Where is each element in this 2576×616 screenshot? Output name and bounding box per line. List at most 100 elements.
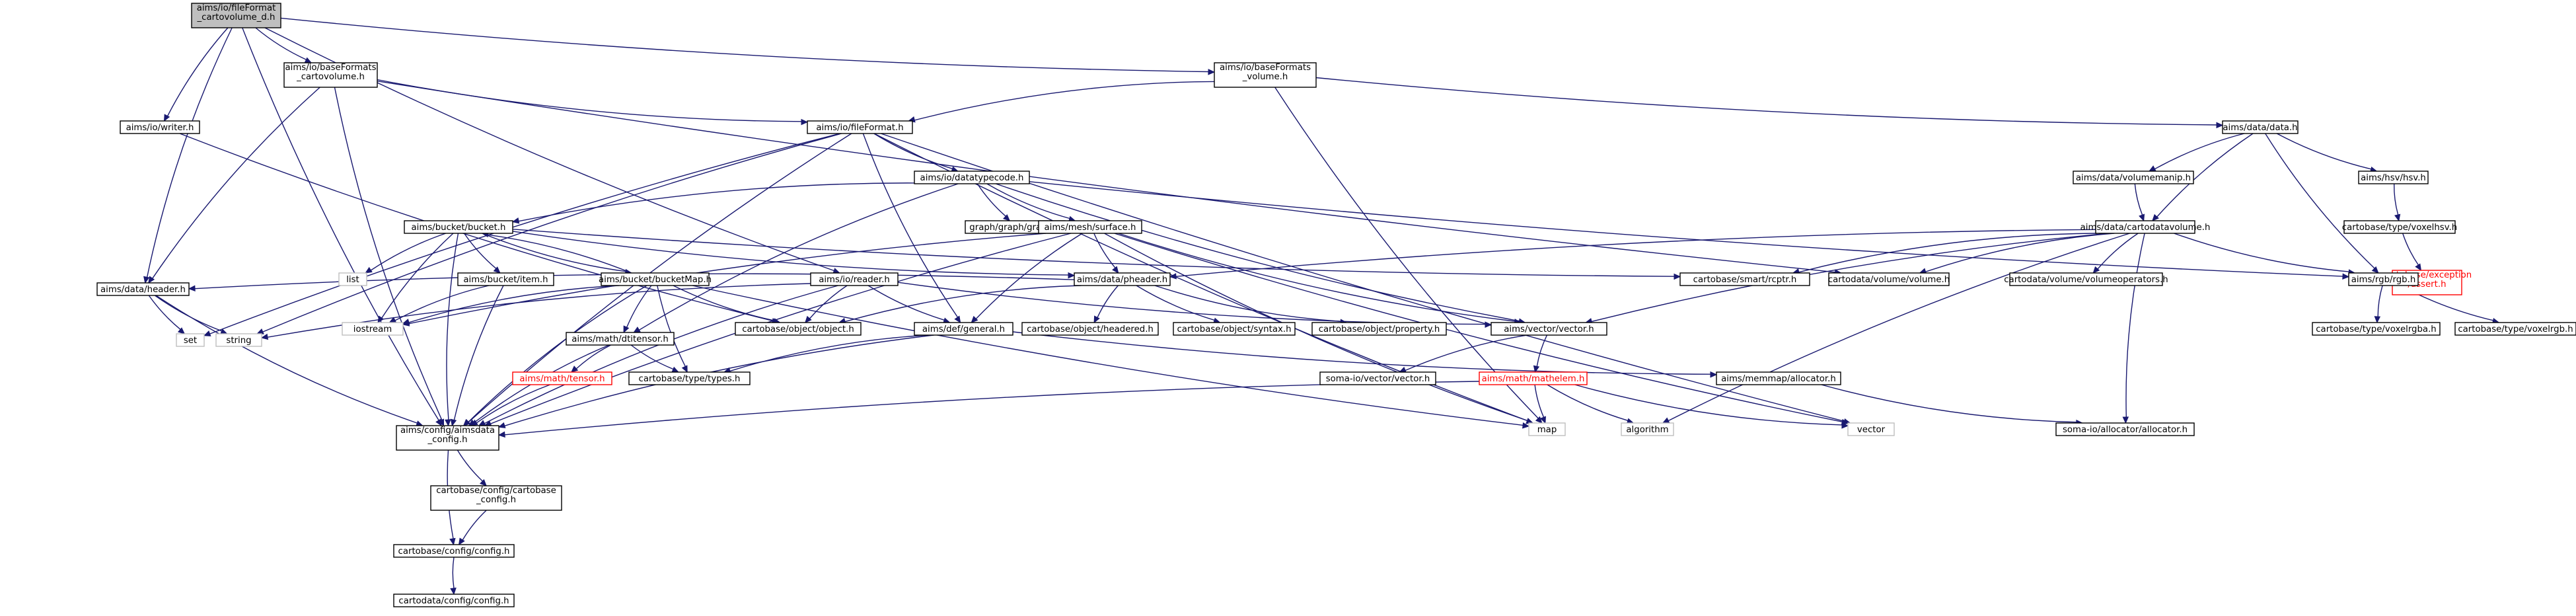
edge-io-datatypecode-to-rgb-rgb: [1029, 181, 2350, 280]
edge-arrowhead: [2139, 213, 2145, 222]
edge-data-data-to-rgb-rgb: [2265, 133, 2379, 274]
node-hsv-hsv[interactable]: aims/hsv/hsv.h: [2358, 171, 2429, 184]
node-bucket-bucket[interactable]: aims/bucket/bucket.h: [404, 220, 513, 234]
edge-arrowhead: [1841, 422, 1849, 429]
node-data-data[interactable]: aims/data/data.h: [2222, 120, 2299, 134]
edge-bucket-bucket-to-config-aimsdata: [445, 233, 459, 427]
node-io-datatypecode[interactable]: aims/io/datatypecode.h: [914, 171, 1030, 184]
edge-arrowhead: [671, 366, 680, 373]
edge-io-reader-to-def-general: [867, 285, 951, 324]
edge-hsv-hsv-to-type-voxelhsv: [2393, 183, 2401, 222]
edge-arrowhead: [1485, 321, 1492, 328]
node-iostream[interactable]: iostream: [342, 322, 404, 336]
node-label: _volume.h: [1242, 72, 1288, 82]
edge-line: [484, 285, 838, 424]
node-object-headered[interactable]: cartobase/object/headered.h: [1021, 322, 1159, 336]
edge-line: [2154, 133, 2245, 170]
node-box: [338, 272, 367, 286]
edge-line: [2276, 133, 2372, 170]
node-box: [2358, 171, 2429, 184]
edge-math-mathelem-to-map: [1534, 384, 1546, 424]
node-vector[interactable]: vector: [1847, 422, 1895, 436]
edge-line: [673, 285, 775, 321]
node-config-config[interactable]: cartobase/config/config.h: [393, 544, 515, 558]
node-config-aimsdata[interactable]: aims/config/aimsdata_config.h: [396, 425, 499, 451]
node-bucket-item[interactable]: aims/bucket/item.h: [457, 272, 554, 286]
node-volumeoperators[interactable]: cartodata/volume/volumeoperators.h: [2004, 272, 2168, 286]
edge-math-mathelem-to-vector: [1574, 384, 1849, 429]
node-object-syntax[interactable]: cartobase/object/syntax.h: [1173, 322, 1296, 336]
edge-root-to-io-writer: [163, 27, 229, 122]
node-label: cartobase/object/property.h: [1319, 325, 1440, 334]
node-memmap-allocator[interactable]: aims/memmap/allocator.h: [1716, 371, 1841, 385]
node-box: [1679, 272, 1810, 286]
node-set[interactable]: set: [176, 333, 205, 347]
node-config-cartobase[interactable]: cartobase/config/cartobase_config.h: [430, 485, 562, 511]
node-type-voxelrgba[interactable]: cartobase/type/voxelrgba.h: [2312, 322, 2441, 336]
node-cartodata-config[interactable]: cartodata/config/config.h: [393, 594, 515, 607]
node-object-object[interactable]: cartobase/object/object.h: [735, 322, 862, 336]
node-math-mathelem[interactable]: aims/math/mathelem.h: [1479, 371, 1588, 385]
node-io-baseformats-cartovolume[interactable]: aims/io/baseFormats_cartovolume.h: [283, 62, 378, 88]
node-string[interactable]: string: [215, 333, 262, 347]
edge-line: [148, 295, 181, 330]
node-smart-rcptr[interactable]: cartobase/smart/rcptr.h: [1679, 272, 1810, 286]
node-soma-allocator[interactable]: soma-io/allocator/allocator.h: [2055, 422, 2195, 436]
edge-line: [1574, 384, 1843, 426]
edge-root-to-io-baseformats-volume: [280, 17, 1216, 75]
node-io-fileformat[interactable]: aims/io/fileFormat.h: [807, 120, 913, 134]
node-bucket-bucketmap[interactable]: aims/bucket/bucketMap.h: [599, 272, 712, 286]
edge-arrowhead: [1522, 422, 1530, 429]
edge-mesh-surface-to-def-general: [971, 233, 1083, 323]
node-label: cartobase/type/voxelhsv.h: [2342, 223, 2457, 233]
edge-line: [2125, 233, 2145, 418]
edge-line: [179, 133, 773, 321]
edge-io-reader-to-object-object: [804, 285, 848, 323]
node-algorithm[interactable]: algorithm: [1621, 422, 1674, 436]
node-data-volumemanip[interactable]: aims/data/volumemanip.h: [2073, 171, 2194, 184]
edge-line: [1536, 334, 1548, 367]
node-map[interactable]: map: [1528, 422, 1566, 436]
node-io-reader[interactable]: aims/io/reader.h: [810, 272, 899, 286]
edge-line: [976, 183, 1006, 217]
node-root[interactable]: aims/io/fileFormat_cartovolume_d.h: [191, 3, 281, 28]
node-box: [1479, 371, 1588, 385]
node-type-voxelrgb[interactable]: cartobase/type/voxelrgb.h: [2454, 322, 2576, 336]
node-data-cartodatavolume[interactable]: aims/data/cartodatavolume.h: [2080, 220, 2211, 234]
edge-arrowhead: [570, 366, 579, 373]
node-io-baseformats-volume[interactable]: aims/io/baseFormats_volume.h: [1214, 62, 1317, 88]
node-rgb-rgb[interactable]: aims/rgb/rgb.h: [2348, 272, 2419, 286]
node-label: cartobase/object/object.h: [742, 325, 854, 334]
node-type-types[interactable]: cartobase/type/types.h: [628, 371, 751, 385]
node-data-pheader[interactable]: aims/data/pheader.h: [1074, 272, 1171, 286]
node-box: [1214, 62, 1317, 88]
edge-arrowhead: [971, 315, 978, 323]
node-list[interactable]: list: [338, 272, 367, 286]
edge-line: [995, 183, 1520, 322]
node-label: aims/io/reader.h: [819, 275, 890, 285]
node-io-writer[interactable]: aims/io/writer.h: [120, 120, 200, 134]
node-type-voxelhsv[interactable]: cartobase/type/voxelhsv.h: [2342, 220, 2457, 234]
edge-line: [2393, 183, 2399, 215]
node-mesh-surface[interactable]: aims/mesh/surface.h: [1038, 220, 1142, 234]
node-math-tensor[interactable]: aims/math/tensor.h: [512, 371, 612, 385]
edge-bucket-bucketmap-to-iostream: [402, 285, 620, 325]
node-vector-vector[interactable]: aims/vector/vector.h: [1490, 322, 1607, 336]
node-cartodata-volume[interactable]: cartodata/volume/volume.h: [1828, 272, 1950, 286]
node-label: aims/rgb/rgb.h: [2351, 275, 2416, 285]
node-label: _config.h: [476, 495, 516, 505]
node-box: [2073, 171, 2194, 184]
node-def-general[interactable]: aims/def/general.h: [914, 322, 1013, 336]
node-soma-vector[interactable]: soma-io/vector/vector.h: [1319, 371, 1436, 385]
node-data-header[interactable]: aims/data/header.h: [96, 282, 190, 296]
node-math-dtitensor[interactable]: aims/math/dtitensor.h: [566, 332, 675, 346]
node-label: soma-io/allocator/allocator.h: [2063, 425, 2188, 435]
node-object-property[interactable]: cartobase/object/property.h: [1311, 322, 1447, 336]
node-label: aims/math/dtitensor.h: [571, 334, 669, 344]
node-label: aims/mesh/surface.h: [1045, 223, 1136, 233]
edge-bucket-bucket-to-smart-rcptr: [512, 229, 1681, 280]
edge-arrowhead: [256, 328, 264, 334]
node-label: aims/data/data.h: [2223, 123, 2297, 133]
node-box: [512, 371, 612, 385]
edge-line: [1012, 331, 1711, 375]
